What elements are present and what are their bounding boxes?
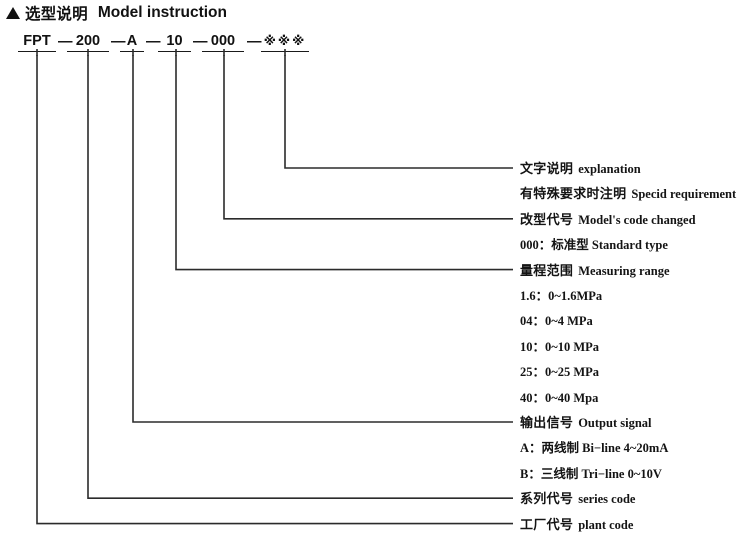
label-signal-a: A：两线制 Bi−line 4~20mA [520, 440, 668, 456]
label-text-cn: 量程范围 [520, 263, 574, 279]
label-text-cn: 有特殊要求时注明 [520, 187, 627, 203]
leader-line-2 [175, 55, 513, 271]
label-text: 04：0~4 MPa [520, 314, 593, 329]
code-separator-4: — [247, 34, 262, 50]
label-series-code: 系列代号 series code [520, 491, 635, 507]
label-text: 000：标准型 Standard type [520, 238, 668, 253]
label-text-cn: 输出信号 [520, 416, 574, 431]
leader-line-1 [223, 55, 513, 220]
label-text-en: Measuring range [578, 263, 670, 278]
code-separator-2: — [146, 34, 161, 50]
label-text: 1.6：0~1.6MPa [520, 289, 603, 303]
leader-line-5 [36, 55, 513, 525]
label-range-25: 25：0~25 MPa [520, 364, 599, 380]
code-separator-1: — [111, 34, 126, 50]
label-text-en: explanation [578, 162, 641, 176]
label-text-en: series code [578, 492, 636, 507]
label-text-cn: 工厂代号 [520, 517, 574, 533]
label-text-en: Specid requirement [631, 187, 737, 202]
code-segment-range: 10 [158, 33, 191, 52]
leader-line-3 [132, 55, 513, 423]
label-text: A：两线制 Bi−line 4~20mA [520, 441, 669, 456]
label-text-cn: 改型代号 [520, 212, 574, 228]
code-segment-signal: A [120, 33, 144, 52]
label-measuring-range: 量程范围 Measuring range [520, 263, 670, 279]
label-range-10: 10：0~10 MPa [520, 339, 599, 355]
label-range-40: 40：0~40 Mpa [520, 390, 598, 406]
label-plant-code: 工厂代号 plant code [520, 517, 633, 533]
label-text-en: Output signal [578, 416, 652, 430]
code-segment-variant: 000 [202, 33, 244, 52]
label-text: 10：0~10 MPa [520, 339, 600, 354]
label-text-en: plant code [578, 517, 634, 532]
triangle-bullet-icon [6, 7, 20, 19]
label-text: 25：0~25 MPa [520, 365, 600, 380]
label-range-04: 04：0~4 MPa [520, 313, 593, 329]
label-text: B：三线制 Tri−line 0~10V [520, 466, 662, 481]
label-signal-b: B：三线制 Tri−line 0~10V [520, 466, 662, 482]
code-separator-0: — [58, 34, 73, 50]
code-separator-3: — [193, 34, 208, 50]
label-text-cn: 系列代号 [520, 492, 574, 508]
leader-line-4 [87, 55, 513, 500]
header-title-en: Model instruction [97, 4, 227, 21]
label-text-en: Model's code changed [578, 212, 696, 227]
header-title-cn: 选型说明 [25, 5, 88, 23]
label-text: 40：0~40 Mpa [520, 390, 599, 405]
label-explanation: 文字说明 explanation [520, 161, 641, 177]
diagram-header: 选型说明 Model instruction [6, 2, 227, 24]
label-model-code-changed: 改型代号 Model's code changed [520, 212, 696, 228]
label-text-cn: 文字说明 [520, 162, 574, 177]
label-standard-type: 000：标准型 Standard type [520, 237, 668, 253]
label-special-requirement: 有特殊要求时注明 Specid requirement [520, 186, 736, 202]
label-range-1p6: 1.6：0~1.6MPa [520, 288, 602, 304]
leader-line-0 [284, 55, 513, 169]
label-output-signal: 输出信号 Output signal [520, 415, 652, 431]
